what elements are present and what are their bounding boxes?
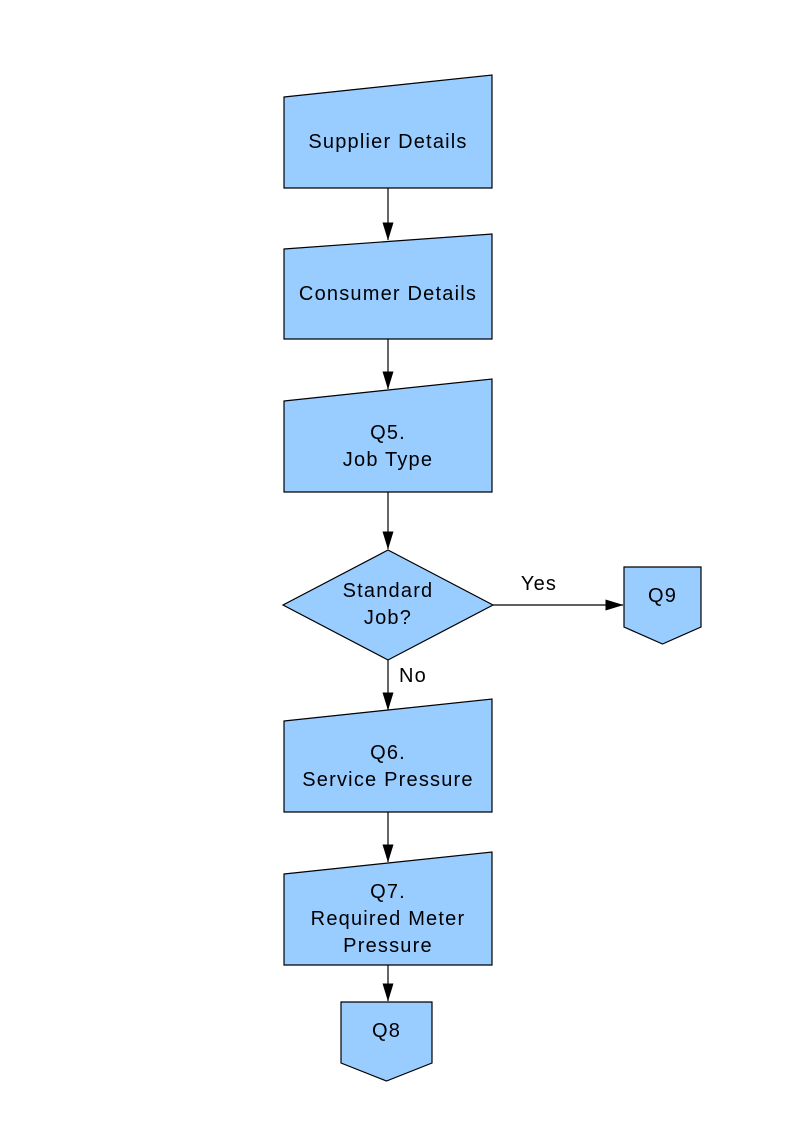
q7-required-meter-pressure-label: Q7. Required Meter Pressure	[310, 881, 466, 957]
consumer-details-label: Consumer Details	[298, 282, 478, 305]
q5-job-type-shape	[283, 378, 493, 493]
q6-service-pressure-label: Q6. Service Pressure	[302, 741, 474, 791]
q9-connector-shape	[623, 566, 702, 645]
q8-connector-label: Q8	[371, 1019, 402, 1042]
consumer-details-shape	[283, 233, 493, 340]
standard-job-decision-label: Standard Job?	[342, 580, 434, 629]
standard-job-decision-shape	[281, 549, 495, 661]
supplier-details-label: Supplier Details	[308, 131, 468, 153]
q6-service-pressure-shape	[283, 698, 493, 813]
supplier-details-shape	[283, 74, 493, 189]
no-branch-label: No	[399, 664, 427, 687]
q8-connector-shape	[340, 1001, 433, 1082]
q9-connector-label: Q9	[647, 584, 678, 607]
q7-required-meter-pressure-shape	[283, 851, 493, 966]
q5-job-type-label: Q5. Job Type	[342, 421, 434, 471]
yes-branch-label: Yes	[520, 572, 558, 595]
